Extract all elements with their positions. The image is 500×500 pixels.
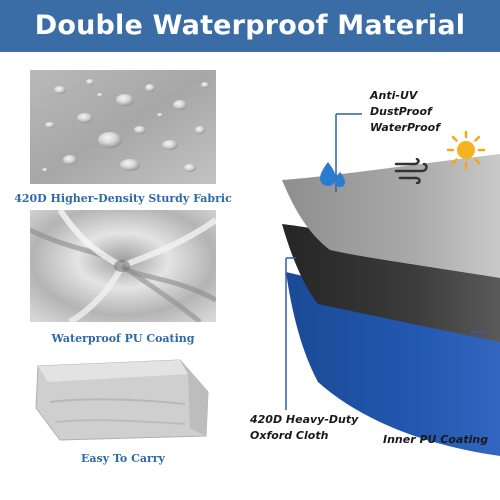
folded-cover-photo [30,352,216,444]
label-dustproof: DustProof [370,105,432,118]
label-waterproof: WaterProof [370,121,441,134]
label-inner-pu-coating: Inner PU Coating [383,433,489,446]
caption-sturdy-fabric: 420D Higher-Density Sturdy Fabric [14,192,232,205]
page-title: Double Waterproof Material [34,10,466,41]
pu-coating-image [30,210,216,322]
pu-coating-fabric-photo [30,210,216,322]
label-anti-uv: Anti-UV [370,89,418,102]
folded-cover-image [30,352,216,444]
label-oxford-line2: Oxford Cloth [250,429,329,442]
label-top-features: Anti-UV DustProof WaterProof [370,88,440,136]
header-banner: Double Waterproof Material [0,0,500,52]
wind-icon [394,158,428,184]
fabric-water-droplets-photo [30,70,216,184]
label-oxford-line1: 420D Heavy-Duty [250,413,359,426]
caption-easy-to-carry: Easy To Carry [81,452,165,465]
water-drop-icon [320,162,345,187]
label-oxford-cloth: 420D Heavy-Duty Oxford Cloth [250,412,358,444]
material-layers-diagram: Anti-UV DustProof WaterProof 420D Heavy-… [246,52,500,500]
sun-icon [446,130,486,170]
fabric-droplets-image [30,70,216,184]
caption-pu-coating: Waterproof PU Coating [51,332,195,345]
